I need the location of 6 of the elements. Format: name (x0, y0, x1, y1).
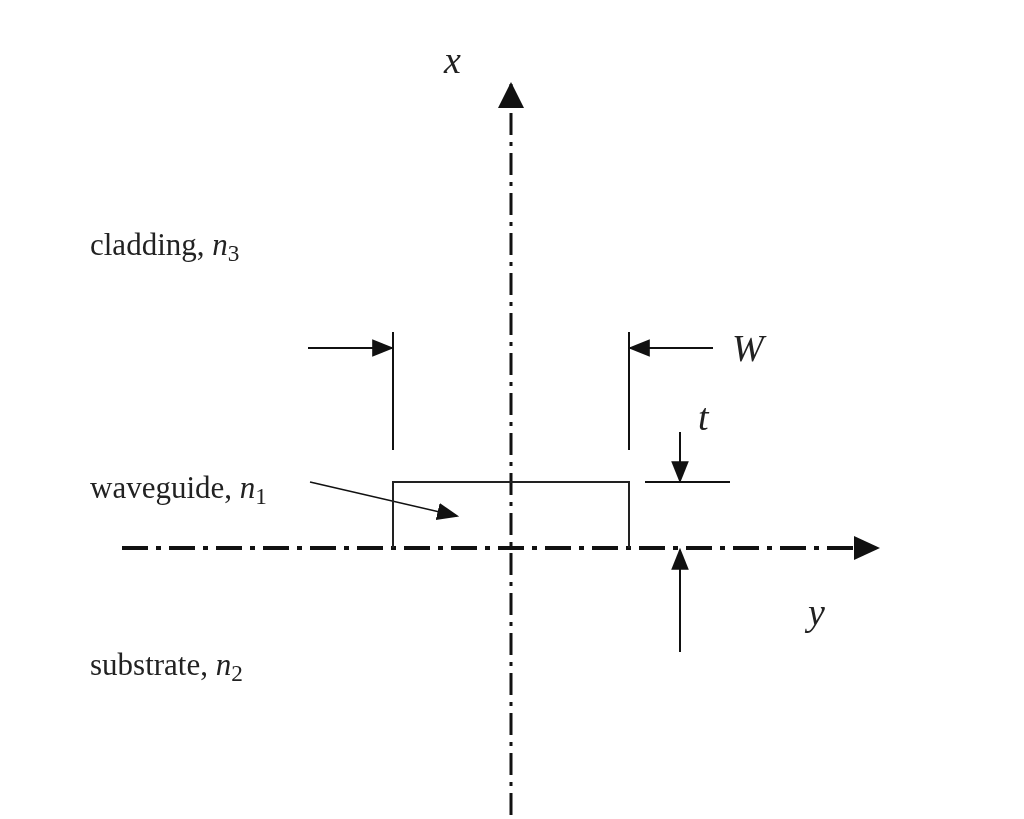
leader-line (309, 481, 460, 521)
region-label: substrate, n$_{2}$ (90, 647, 243, 682)
axis-label: x (444, 38, 461, 82)
axis-label: t (698, 395, 709, 439)
region-label: waveguide, n$_{1}$ (90, 470, 267, 505)
region-label: cladding, n$_{3}$ (90, 227, 240, 262)
